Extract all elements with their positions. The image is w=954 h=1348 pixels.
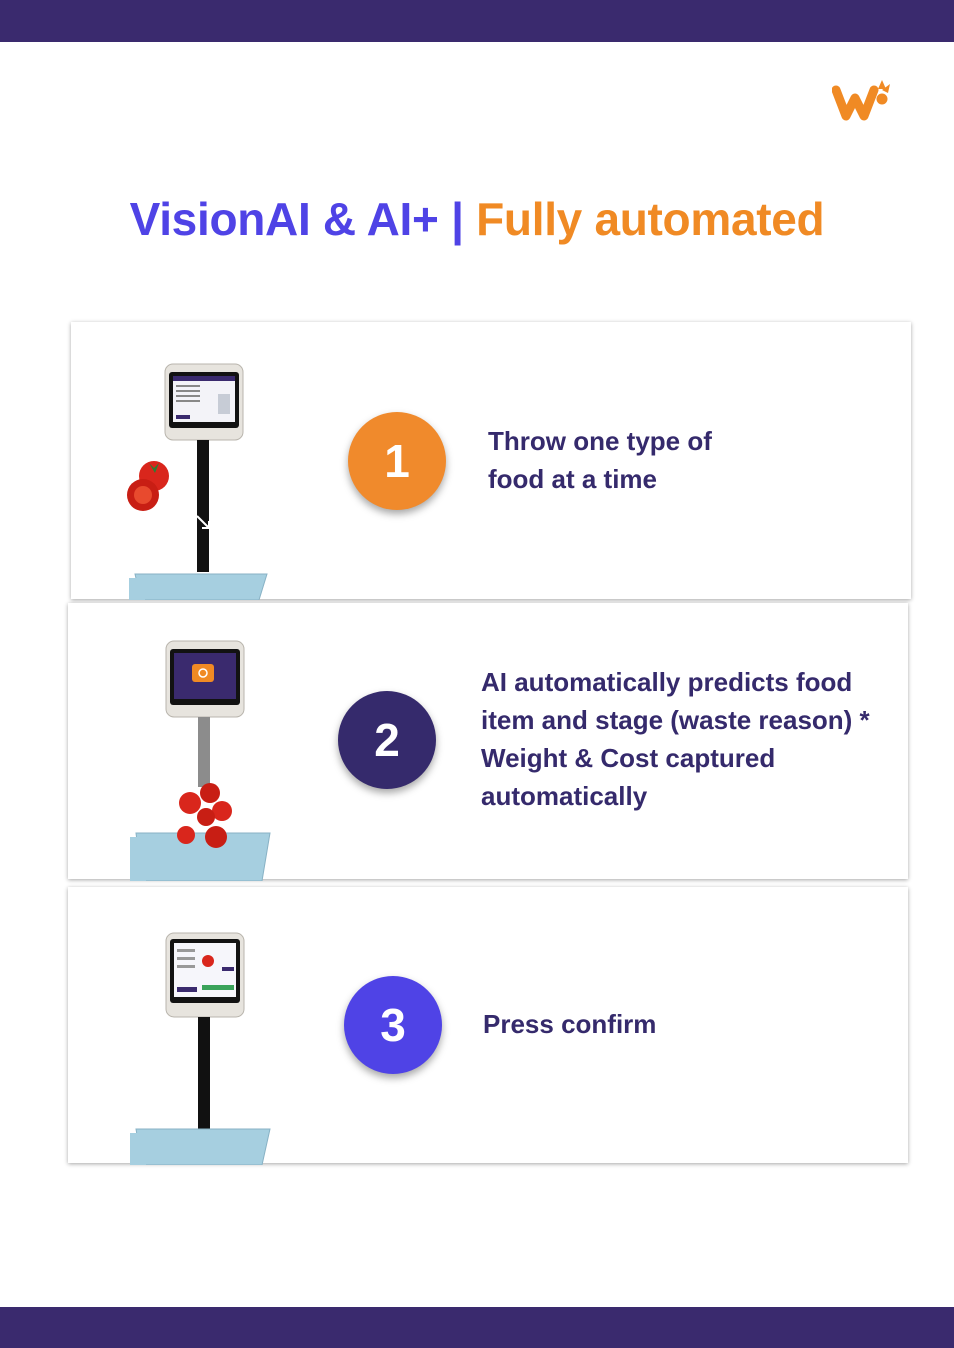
title-orange: Fully automated xyxy=(476,193,825,245)
tomatoes-thrown-icon xyxy=(127,363,268,600)
step-text-3: Press confirm xyxy=(483,1009,657,1039)
step-card-2: 2 AI automatically predicts food item an… xyxy=(68,603,908,881)
bottom-bar xyxy=(0,1307,954,1348)
step-text-2: AI automatically predicts food item and … xyxy=(481,667,870,811)
page-title: VisionAI & AI+ | Fully automated xyxy=(0,190,954,248)
step-number-1: 1 xyxy=(348,412,446,510)
winnow-logo-icon xyxy=(832,80,890,121)
step-number-2: 2 xyxy=(338,691,436,789)
step-card-3: 3 Press confirm xyxy=(68,887,908,1165)
top-bar xyxy=(0,0,954,42)
confirm-screen-icon xyxy=(130,932,271,1165)
title-blue: VisionAI & AI+ | xyxy=(129,193,477,245)
step-text-1: Throw one type of food at a time xyxy=(488,426,712,494)
step-card-1: 1 Throw one type of food at a time xyxy=(71,322,911,600)
step-number-3: 3 xyxy=(344,976,442,1074)
tomatoes-falling-icon xyxy=(130,640,271,881)
